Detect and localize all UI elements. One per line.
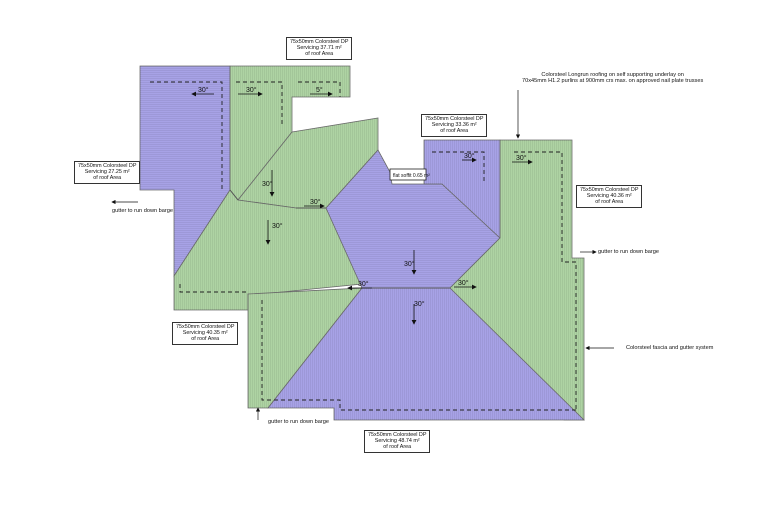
pitch-label: 30° (458, 279, 469, 287)
downpipe-label: 75x50mm Colorsteel DP Servicing 33.36 m²… (421, 114, 488, 137)
pitch-label: 30° (404, 260, 415, 268)
pitch-label: 30° (246, 86, 257, 94)
downpipe-label: 75x50mm Colorsteel DP Servicing 40.35 m²… (172, 322, 239, 345)
downpipe-label: 75x50mm Colorsteel DP Servicing 40.36 m²… (576, 185, 643, 208)
downpipe-label: 75x50mm Colorsteel DP Servicing 27.25 m²… (74, 161, 141, 184)
gutter-note-left: gutter to run down barge (112, 208, 173, 214)
flat-soffit-label: flat soffit 0.65 m² (393, 173, 430, 179)
pitch-label: 5° (316, 86, 323, 94)
roofing-spec-note: Colorsteel Longrun roofing on self suppo… (522, 72, 704, 85)
pitch-label: 30° (516, 154, 527, 162)
pitch-label: 30° (358, 280, 369, 288)
gutter-dashed-lines (150, 81, 577, 411)
pitch-label: 30° (414, 300, 425, 308)
downpipe-label: 75x50mm Colorsteel DP Servicing 37.71 m²… (286, 37, 353, 60)
pitch-label: 30° (464, 152, 475, 160)
pitch-label: 30° (262, 180, 273, 188)
flat-soffit-box (389, 168, 427, 181)
pitch-label: 30° (198, 86, 209, 94)
pitch-arrows (191, 91, 533, 325)
roof-plane-left-wing-blue (139, 65, 231, 278)
downpipe-label: 75x50mm Colorsteel DP Servicing 48.74 m²… (364, 430, 431, 453)
fascia-note: Colorsteel fascia and gutter system (626, 345, 714, 351)
roof-plane-bottom-blue (267, 287, 585, 421)
roof-plane-lower-left-green (247, 287, 363, 409)
leader-arrows (111, 90, 614, 420)
pitch-label: 30° (272, 222, 283, 230)
gutter-note-bottom: gutter to run down barge (268, 419, 329, 425)
pitch-label: 30° (310, 198, 321, 206)
roof-plane-right-top-blue (423, 139, 501, 239)
gutter-note-right: gutter to run down barge (598, 249, 659, 255)
